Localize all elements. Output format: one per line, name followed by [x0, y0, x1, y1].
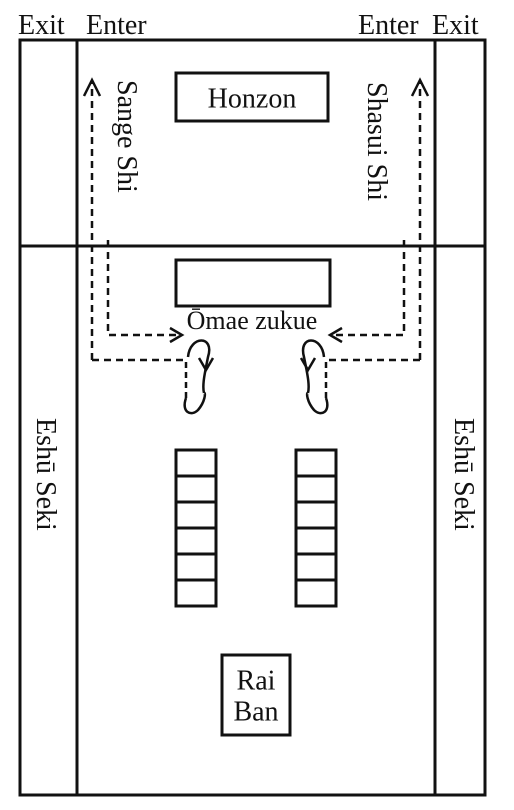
- top-right-exit-label: Exit: [432, 10, 479, 41]
- right-procession-path: [301, 80, 422, 415]
- top-left-enter-label: Enter: [86, 10, 147, 41]
- rai-ban-label-line1: Rai: [237, 665, 276, 696]
- shasui-shi-label: Shasui Shi: [361, 82, 392, 201]
- eshu-seki-left-label: Eshū Seki: [30, 418, 61, 531]
- right-turn-arrowhead: [299, 357, 317, 373]
- hall-outline: [18, 38, 487, 797]
- rai-ban-label-line2: Ban: [233, 696, 278, 727]
- left-turn-arrowhead: [197, 357, 215, 373]
- top-left-exit-label: Exit: [18, 10, 65, 41]
- left-exit-arrowhead: [82, 77, 102, 97]
- omae-zukue-table: [174, 258, 332, 308]
- right-exit-arrowhead: [410, 77, 430, 97]
- sange-shi-label: Sange Shi: [111, 80, 142, 193]
- honzon-label: Honzon: [208, 83, 297, 114]
- right-seat-row: [294, 448, 338, 608]
- rai-ban-box: [220, 653, 292, 737]
- left-procession-path: [90, 80, 211, 415]
- eshu-seki-right-label: Eshū Seki: [448, 418, 479, 531]
- right-table-arrowhead: [327, 326, 343, 344]
- left-seat-row: [174, 448, 218, 608]
- left-table-arrowhead: [169, 326, 185, 344]
- honzon-box: [174, 71, 330, 123]
- omae-zukue-label: Ōmae zukue: [187, 306, 318, 335]
- top-right-enter-label: Enter: [358, 10, 419, 41]
